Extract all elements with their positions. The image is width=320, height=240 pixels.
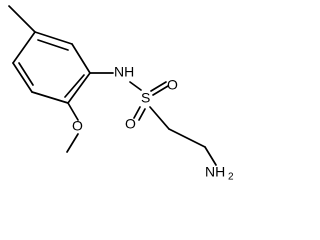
ring-double-bond [64, 74, 85, 98]
ring-double-bond [18, 62, 34, 86]
ring-bond [71, 43, 91, 74]
sulfur-label: S [141, 90, 150, 106]
oxygen-ether-label: O [72, 118, 83, 134]
methyl-bond [8, 5, 36, 33]
chain-bond [204, 146, 217, 166]
ring-bond [12, 62, 33, 93]
methoxy-bond [66, 133, 79, 153]
s-o-double-bond [150, 81, 167, 92]
atom-labels: NH S O O O NH 2 [72, 64, 234, 183]
bonds [8, 5, 217, 166]
s-o-double-bond [133, 106, 141, 119]
oxygen-top-label: O [167, 77, 178, 93]
ring-double-bond [37, 39, 69, 51]
s-o-double-bond [138, 108, 146, 121]
amine-label: NH [205, 164, 225, 180]
s-o-double-bond [152, 85, 169, 96]
ring-bond [67, 72, 91, 104]
ring-bond [31, 91, 69, 104]
ring-bond [12, 31, 36, 64]
ring-bond [34, 31, 73, 45]
chemical-structure: NH S O O O NH 2 [8, 5, 234, 183]
chain-bond [168, 128, 206, 148]
nh-s-bond [129, 81, 142, 91]
nh-label: NH [114, 64, 134, 80]
chain-bond [149, 106, 170, 130]
ring-o-bond [67, 102, 79, 121]
amine-subscript: 2 [228, 172, 234, 183]
oxygen-bottom-label: O [125, 116, 136, 132]
